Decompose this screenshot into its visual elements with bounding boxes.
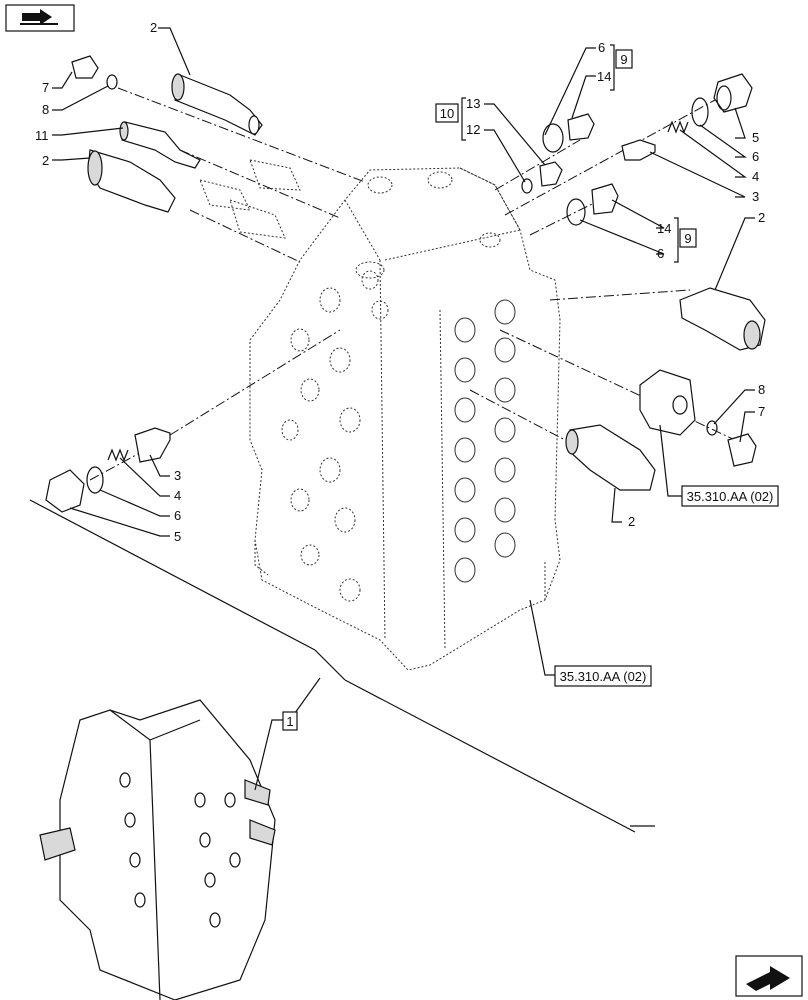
oring-6-right [691, 97, 709, 127]
callout-2-a: 2 [150, 20, 157, 35]
plug-7-left [71, 55, 99, 79]
svg-text:35.310.AA (02): 35.310.AA (02) [687, 489, 774, 504]
boxed-number-9-mid: 9 [679, 228, 697, 248]
spring-4-left [107, 448, 129, 462]
callout-4-b: 4 [174, 488, 181, 503]
cartridge-left-2 [87, 149, 176, 213]
callout-12: 12 [466, 122, 480, 137]
callout-5-b: 5 [174, 529, 181, 544]
callout-8-b: 8 [758, 382, 765, 397]
callout-7-a: 7 [42, 80, 49, 95]
callout-13: 13 [466, 96, 480, 111]
oring-6-mid [566, 198, 586, 226]
plug-5-right [713, 73, 753, 113]
plug-7-right [727, 433, 757, 467]
svg-text:9: 9 [684, 231, 691, 246]
plug-13 [539, 161, 563, 187]
plug-14-mid [591, 183, 619, 215]
cartridge-top-left-2 [171, 73, 263, 136]
callout-2-b: 2 [42, 153, 49, 168]
svg-text:1: 1 [286, 714, 293, 729]
callout-6-a: 6 [598, 40, 605, 55]
callout-8-a: 8 [42, 102, 49, 117]
assembly-overview-thumbnail [39, 699, 276, 1000]
oring-8-left [106, 74, 118, 90]
spring-4-right [667, 120, 689, 134]
next-page-arrow-icon[interactable] [735, 955, 803, 997]
plug-14-top [567, 113, 595, 141]
svg-text:10: 10 [440, 106, 454, 121]
callout-3-b: 3 [174, 468, 181, 483]
oring-8-right [706, 420, 718, 436]
callout-14-a: 14 [597, 69, 611, 84]
oring-6-top [542, 123, 564, 153]
valve-11 [119, 121, 201, 169]
callout-labels: 2 7 8 11 2 6 14 13 12 5 6 4 3 14 6 2 8 7… [35, 20, 765, 544]
callout-11: 11 [35, 128, 49, 143]
plug-5-left [45, 469, 85, 513]
boxed-number-1: 1 [282, 711, 298, 731]
reference-link-1[interactable]: 35.310.AA (02) [681, 485, 779, 507]
boxed-number-10: 10 [435, 103, 459, 123]
assembly-center-lines [89, 87, 736, 481]
callout-6-c: 6 [657, 246, 664, 261]
callout-5-a: 5 [752, 130, 759, 145]
callout-2-c: 2 [758, 210, 765, 225]
leader-lines [52, 27, 755, 791]
piston-3-right [621, 139, 656, 161]
callout-3-a: 3 [752, 189, 759, 204]
group-brackets [461, 44, 679, 263]
flange-block [639, 369, 696, 436]
oring-12 [521, 178, 533, 194]
cartridge-right-2 [679, 287, 766, 351]
callout-2-d: 2 [628, 514, 635, 529]
piston-3-left [134, 427, 171, 463]
book-arrow-icon[interactable] [5, 4, 75, 32]
oring-6-left [86, 466, 104, 494]
cartridge-lower-2 [565, 424, 656, 491]
callout-6-d: 6 [174, 508, 181, 523]
boxed-number-9-top: 9 [615, 49, 633, 69]
callout-7-b: 7 [758, 404, 765, 419]
shaft-parts [199, 159, 301, 239]
svg-text:35.310.AA (02): 35.310.AA (02) [560, 669, 647, 684]
callout-4-a: 4 [752, 169, 759, 184]
callout-6-b: 6 [752, 149, 759, 164]
valve-block [249, 167, 561, 671]
reference-link-2[interactable]: 35.310.AA (02) [554, 665, 652, 687]
callout-14-b: 14 [657, 221, 671, 236]
svg-text:9: 9 [620, 52, 627, 67]
